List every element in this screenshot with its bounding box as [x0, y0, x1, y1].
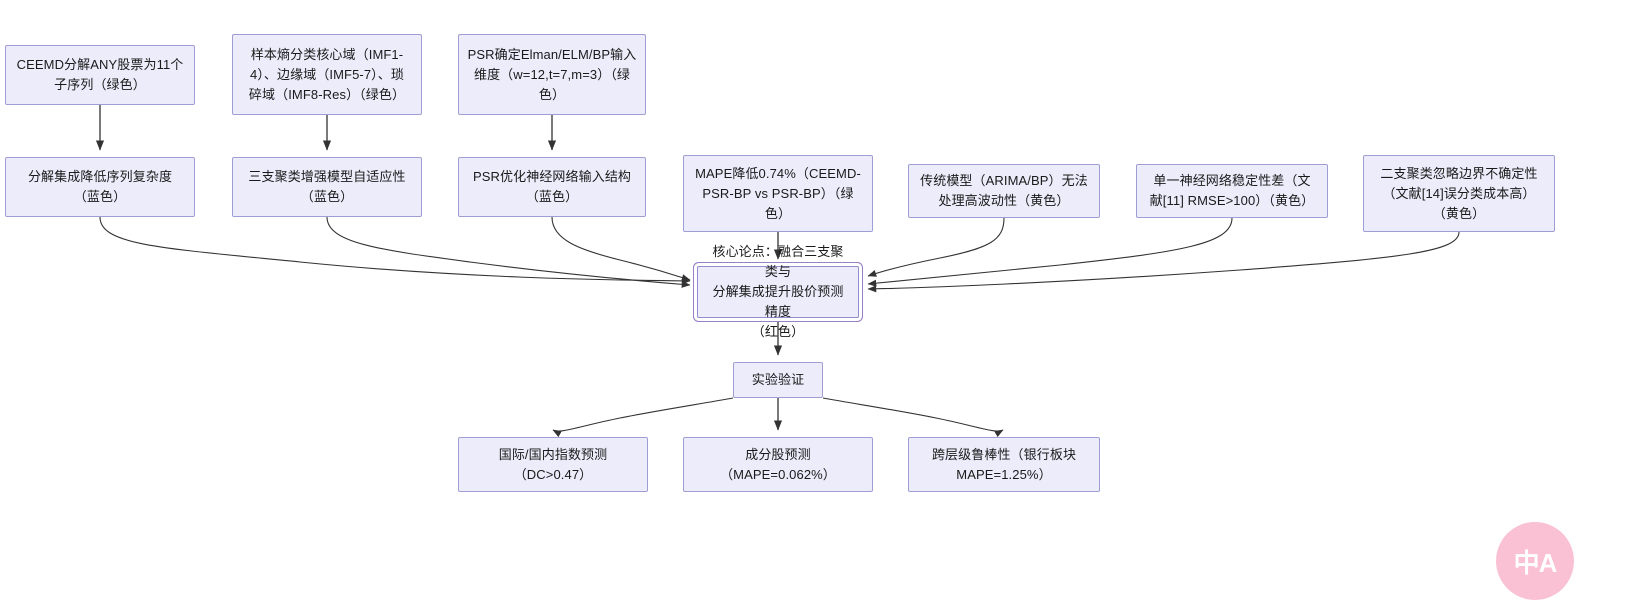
- node-psr-optimize-nn[interactable]: PSR优化神经网络输入结构 （蓝色）: [458, 157, 646, 217]
- node-label: 国际/国内指数预测 （DC>0.47）: [498, 446, 608, 482]
- edge-singlenn-to-core: [867, 217, 1233, 287]
- node-label: PSR优化神经网络输入结构 （蓝色）: [472, 169, 632, 204]
- node-label: PSR确定Elman/ELM/BP输入 维度（w=12,t=7,m=3）（绿 色…: [467, 46, 637, 102]
- node-label: 实验验证: [751, 372, 805, 387]
- watermark-badge: 中A: [1496, 522, 1574, 600]
- node-label: MAPE降低0.74%（CEEMD- PSR-BP vs PSR-BP）（绿 色…: [695, 165, 861, 221]
- node-experiment-validation[interactable]: 实验验证: [733, 362, 823, 398]
- edge-experiment-to-index: [552, 397, 734, 438]
- node-label: 跨层级鲁棒性（银行板块 MAPE=1.25%）: [931, 446, 1077, 482]
- node-constituent-forecast[interactable]: 成分股预测 （MAPE=0.062%）: [683, 437, 873, 492]
- node-cross-level-robustness[interactable]: 跨层级鲁棒性（银行板块 MAPE=1.25%）: [908, 437, 1100, 492]
- node-sample-entropy[interactable]: 样本熵分类核心域（IMF1- 4）、边缘域（IMF5-7）、琐 碎域（IMF8-…: [232, 34, 422, 115]
- node-index-forecast[interactable]: 国际/国内指数预测 （DC>0.47）: [458, 437, 648, 492]
- edge-traditional-to-core: [867, 217, 1005, 277]
- node-ceemd-decompose[interactable]: CEEMD分解ANY股票为11个 子序列（绿色）: [5, 45, 195, 105]
- node-two-way-boundary[interactable]: 二支聚类忽略边界不确定性 （文献[14]误分类成本高） （黄色）: [1363, 155, 1555, 232]
- node-label: 样本熵分类核心域（IMF1- 4）、边缘域（IMF5-7）、琐 碎域（IMF8-…: [248, 46, 406, 102]
- node-label: 传统模型（ARIMA/BP）无法 处理高波动性（黄色）: [920, 173, 1088, 208]
- node-label: 二支聚类忽略边界不确定性 （文献[14]误分类成本高） （黄色）: [1380, 165, 1538, 221]
- diagram-canvas: CEEMD分解ANY股票为11个 子序列（绿色） 样本熵分类核心域（IMF1- …: [5, 34, 1574, 600]
- node-single-nn-instability[interactable]: 单一神经网络稳定性差（文 献[11] RMSE>100）（黄色）: [1136, 164, 1328, 218]
- edge-psropt-to-core: [551, 216, 691, 282]
- node-three-way-adaptive[interactable]: 三支聚类增强模型自适应性 （蓝色）: [232, 157, 422, 217]
- node-label: 成分股预测 （MAPE=0.062%）: [720, 446, 836, 482]
- edge-experiment-to-robustness: [822, 397, 1004, 438]
- watermark-text: 中A: [1513, 547, 1558, 578]
- node-reduce-complexity[interactable]: 分解集成降低序列复杂度 （蓝色）: [5, 157, 195, 217]
- node-traditional-model-limit[interactable]: 传统模型（ARIMA/BP）无法 处理高波动性（黄色）: [908, 164, 1100, 218]
- node-mape-reduction[interactable]: MAPE降低0.74%（CEEMD- PSR-BP vs PSR-BP）（绿 色…: [683, 155, 873, 232]
- node-label: 核心论点：融合三支聚类与 分解集成提升股价预测精度 （红色）: [712, 244, 844, 339]
- node-psr-input-dim[interactable]: PSR确定Elman/ELM/BP输入 维度（w=12,t=7,m=3）（绿 色…: [458, 34, 646, 115]
- node-label: CEEMD分解ANY股票为11个 子序列（绿色）: [16, 57, 184, 92]
- node-label: 三支聚类增强模型自适应性 （蓝色）: [248, 169, 406, 204]
- node-core-claim[interactable]: 核心论点：融合三支聚类与 分解集成提升股价预测精度 （红色）: [697, 244, 859, 339]
- edge-twoway-to-core: [867, 231, 1460, 293]
- edge-reduce-to-core: [99, 216, 691, 285]
- node-label: 单一神经网络稳定性差（文 献[11] RMSE>100）（黄色）: [1149, 173, 1315, 208]
- node-label: 分解集成降低序列复杂度 （蓝色）: [27, 169, 173, 204]
- edge-threeway-to-core: [326, 216, 691, 288]
